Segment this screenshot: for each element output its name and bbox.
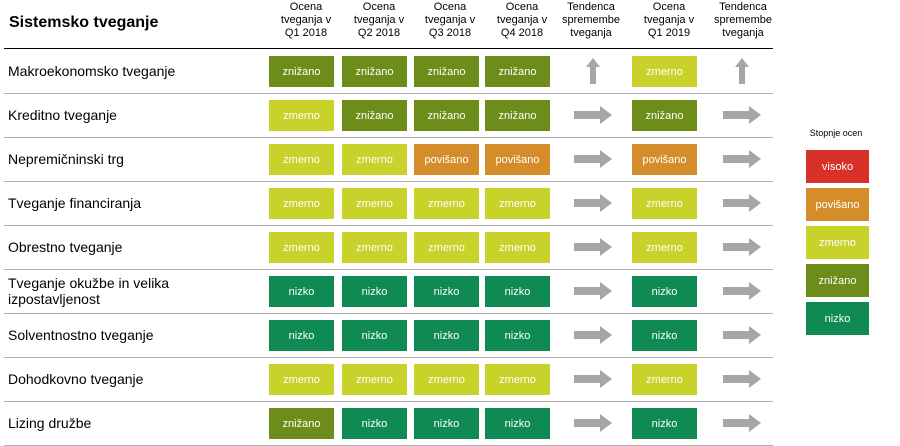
row-label: Makroekonomsko tveganje: [8, 63, 176, 79]
rating-cell-znizano: znižano: [342, 100, 407, 131]
rating-cell-znizano: znižano: [485, 100, 550, 131]
arrow-up-icon: [586, 58, 600, 89]
rating-cell-nizko: nizko: [269, 320, 334, 351]
arrow-right-icon: [574, 370, 612, 393]
rating-cell-znizano: znižano: [269, 56, 334, 87]
arrow-right-icon: [723, 414, 761, 437]
rating-cell-nizko: nizko: [632, 276, 697, 307]
rating-cell-zmerno: zmerno: [632, 232, 697, 263]
rating-cell-zmerno: zmerno: [414, 188, 479, 219]
rating-cell-zmerno: zmerno: [632, 364, 697, 395]
rating-cell-zmerno: zmerno: [485, 232, 550, 263]
rating-cell-znizano: znižano: [269, 408, 334, 439]
legend-item-visoko: visoko: [806, 150, 869, 183]
arrow-right-icon: [574, 150, 612, 173]
rating-cell-zmerno: zmerno: [485, 364, 550, 395]
arrow-right-icon: [574, 282, 612, 305]
row-label: Solventnostno tveganje: [8, 327, 154, 343]
col-header-q2-2018: Ocena tveganja v Q2 2018: [353, 1, 405, 39]
table-header: Sistemsko tveganje Ocena tveganja v Q1 2…: [4, 0, 773, 49]
legend-item-povisano: povišano: [806, 188, 869, 221]
row-label: Tveganje financiranja: [8, 195, 142, 211]
rating-cell-zmerno: zmerno: [632, 188, 697, 219]
legend-item-nizko: nizko: [806, 302, 869, 335]
risk-table: Sistemsko tveganje Ocena tveganja v Q1 2…: [4, 0, 773, 446]
rating-cell-zmerno: zmerno: [342, 364, 407, 395]
rating-cell-zmerno: zmerno: [342, 232, 407, 263]
rating-cell-zmerno: zmerno: [269, 232, 334, 263]
rating-cell-nizko: nizko: [632, 320, 697, 351]
rating-cell-znizano: znižano: [414, 100, 479, 131]
row-label: Dohodkovno tveganje: [8, 371, 144, 387]
rating-cell-zmerno: zmerno: [632, 56, 697, 87]
arrow-right-icon: [574, 414, 612, 437]
arrow-right-icon: [723, 326, 761, 349]
rating-cell-zmerno: zmerno: [269, 188, 334, 219]
row-label: Tveganje okužbe in velika izpostavljenos…: [8, 275, 170, 307]
arrow-up-icon: [735, 58, 749, 89]
rating-cell-nizko: nizko: [485, 320, 550, 351]
rating-cell-zmerno: zmerno: [269, 144, 334, 175]
legend: Stopnje ocen visoko povišano zmerno znižano…: [799, 128, 873, 338]
rating-cell-zmerno: zmerno: [414, 364, 479, 395]
rating-cell-zmerno: zmerno: [269, 100, 334, 131]
rating-cell-znizano: znižano: [632, 100, 697, 131]
arrow-right-icon: [723, 106, 761, 129]
row-label: Lizing družbe: [8, 415, 92, 431]
arrow-right-icon: [723, 238, 761, 261]
arrow-right-icon: [723, 194, 761, 217]
rating-cell-zmerno: zmerno: [485, 188, 550, 219]
rating-cell-nizko: nizko: [342, 408, 407, 439]
table-row: Tveganje okužbe in velika izpostavljenos…: [4, 269, 773, 314]
rating-cell-nizko: nizko: [342, 320, 407, 351]
col-header-trend-1: Tendenca spremembe tveganja: [561, 1, 621, 39]
rating-cell-znizano: znižano: [485, 56, 550, 87]
row-label: Obrestno tveganje: [8, 239, 123, 255]
col-header-q1-2019: Ocena tveganja v Q1 2019: [643, 1, 695, 39]
arrow-right-icon: [723, 370, 761, 393]
rating-cell-nizko: nizko: [485, 408, 550, 439]
rating-cell-nizko: nizko: [414, 320, 479, 351]
rating-cell-zmerno: zmerno: [342, 144, 407, 175]
rating-cell-znizano: znižano: [342, 56, 407, 87]
rating-cell-nizko: nizko: [632, 408, 697, 439]
rating-cell-nizko: nizko: [414, 408, 479, 439]
arrow-right-icon: [574, 194, 612, 217]
legend-item-zmerno: zmerno: [806, 226, 869, 259]
rating-cell-nizko: nizko: [342, 276, 407, 307]
rating-cell-povisano: povišano: [485, 144, 550, 175]
col-header-q3-2018: Ocena tveganja v Q3 2018: [424, 1, 476, 39]
rating-cell-nizko: nizko: [414, 276, 479, 307]
arrow-right-icon: [723, 282, 761, 305]
rating-cell-znizano: znižano: [414, 56, 479, 87]
arrow-right-icon: [574, 238, 612, 261]
arrow-right-icon: [574, 326, 612, 349]
arrow-right-icon: [723, 150, 761, 173]
rating-cell-nizko: nizko: [485, 276, 550, 307]
rating-cell-zmerno: zmerno: [414, 232, 479, 263]
rating-cell-zmerno: zmerno: [342, 188, 407, 219]
legend-item-znizano: znižano: [806, 264, 869, 297]
col-header-q4-2018: Ocena tveganja v Q4 2018: [496, 1, 548, 39]
row-label: Kreditno tveganje: [8, 107, 117, 123]
row-label: Nepremičninski trg: [8, 151, 124, 167]
col-header-q1-2018: Ocena tveganja v Q1 2018: [280, 1, 332, 39]
rating-cell-povisano: povišano: [414, 144, 479, 175]
rating-cell-nizko: nizko: [269, 276, 334, 307]
rating-cell-zmerno: zmerno: [269, 364, 334, 395]
page-title: Sistemsko tveganje: [9, 14, 159, 31]
col-header-trend-2: Tendenca spremembe tveganja: [713, 1, 773, 39]
arrow-right-icon: [574, 106, 612, 129]
rating-cell-povisano: povišano: [632, 144, 697, 175]
legend-title: Stopnje ocen: [809, 128, 863, 138]
